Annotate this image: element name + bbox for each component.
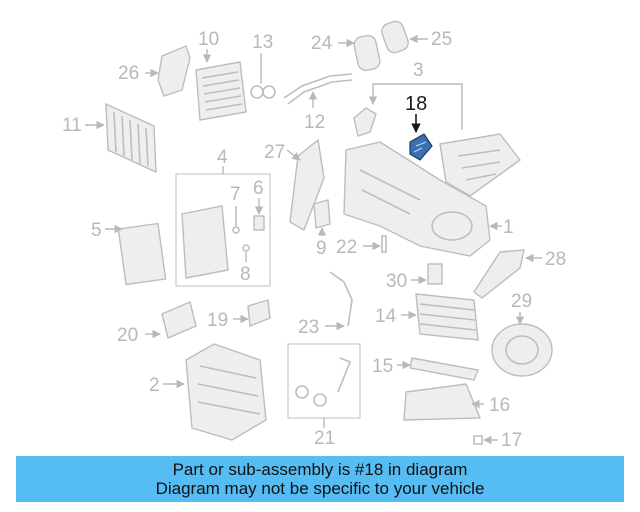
part-19-bracket xyxy=(247,299,271,327)
part-20-module xyxy=(161,301,197,339)
callout-3: 3 xyxy=(413,60,424,81)
part-13-o-rings xyxy=(250,85,276,99)
part-18-actuator[interactable] xyxy=(409,133,433,161)
part-21-disc-b xyxy=(313,393,327,407)
part-17-screw xyxy=(473,435,483,445)
callout-1: 1 xyxy=(503,217,514,238)
callout-26: 26 xyxy=(118,63,139,84)
part-5-cabin-filter xyxy=(117,222,167,286)
part-9-grommet xyxy=(313,199,331,229)
callout-14: 14 xyxy=(375,306,397,327)
callout-11: 11 xyxy=(62,115,82,136)
part-3-actuator-bracket xyxy=(353,107,377,137)
callout-19: 19 xyxy=(207,310,228,331)
part-21-group-box xyxy=(287,343,361,419)
part-4-housing xyxy=(181,205,229,279)
callout-25: 25 xyxy=(431,29,452,50)
banner-line-2: Diagram may not be specific to your vehi… xyxy=(155,479,485,498)
leader-3 xyxy=(373,83,463,130)
callout-9: 9 xyxy=(316,238,327,259)
callout-23: 23 xyxy=(298,317,319,338)
part-25-gasket xyxy=(381,20,409,54)
callout-15: 15 xyxy=(372,356,393,377)
leader-27 xyxy=(286,149,301,161)
callout-2: 2 xyxy=(149,375,160,396)
callout-29: 29 xyxy=(511,291,532,312)
callout-20: 20 xyxy=(117,325,138,346)
part-16-tray xyxy=(403,383,482,421)
part-8-ring xyxy=(242,244,250,252)
callout-21: 21 xyxy=(314,428,335,449)
callout-10: 10 xyxy=(198,29,219,50)
part-3-air-box xyxy=(439,133,521,197)
part-2-housing xyxy=(185,343,267,441)
callout-24: 24 xyxy=(311,33,333,54)
callout-17: 17 xyxy=(501,430,522,451)
callout-8: 8 xyxy=(240,264,251,285)
part-24-gasket xyxy=(353,34,381,72)
part-21-rod xyxy=(337,357,352,393)
callout-27: 27 xyxy=(264,142,285,163)
callout-18[interactable]: 18 xyxy=(405,93,427,115)
part-1-hvac-housing xyxy=(343,141,491,257)
callout-30: 30 xyxy=(386,271,407,292)
part-26-bracket xyxy=(157,45,191,97)
callout-22: 22 xyxy=(336,237,357,258)
callout-7: 7 xyxy=(230,184,241,205)
part-7-ring xyxy=(232,226,240,234)
info-banner: Part or sub-assembly is #18 in diagram D… xyxy=(16,456,624,502)
part-28-bracket xyxy=(473,249,525,299)
part-15-seal xyxy=(409,357,479,381)
callout-12: 12 xyxy=(304,112,325,133)
callout-4: 4 xyxy=(217,147,228,168)
part-29-blower xyxy=(491,323,553,377)
part-23-hose xyxy=(329,271,353,327)
part-6-clip xyxy=(253,215,265,231)
callout-28: 28 xyxy=(545,249,566,270)
part-21-disc-a xyxy=(295,385,309,399)
part-30-sensor xyxy=(427,263,443,285)
part-12-pipe xyxy=(283,73,353,105)
parts-diagram: 10 13 24 25 26 3 18 12 11 27 4 7 6 1 5 2… xyxy=(62,20,566,451)
banner-line-1: Part or sub-assembly is #18 in diagram xyxy=(172,460,468,479)
callout-6: 6 xyxy=(253,178,264,199)
part-14-filter xyxy=(415,293,479,341)
part-11-heater-core xyxy=(105,102,157,174)
callout-16: 16 xyxy=(489,395,510,416)
callout-13: 13 xyxy=(252,32,273,53)
part-22-screw xyxy=(381,235,387,253)
part-10-evaporator xyxy=(195,61,247,121)
callout-5: 5 xyxy=(91,220,102,241)
